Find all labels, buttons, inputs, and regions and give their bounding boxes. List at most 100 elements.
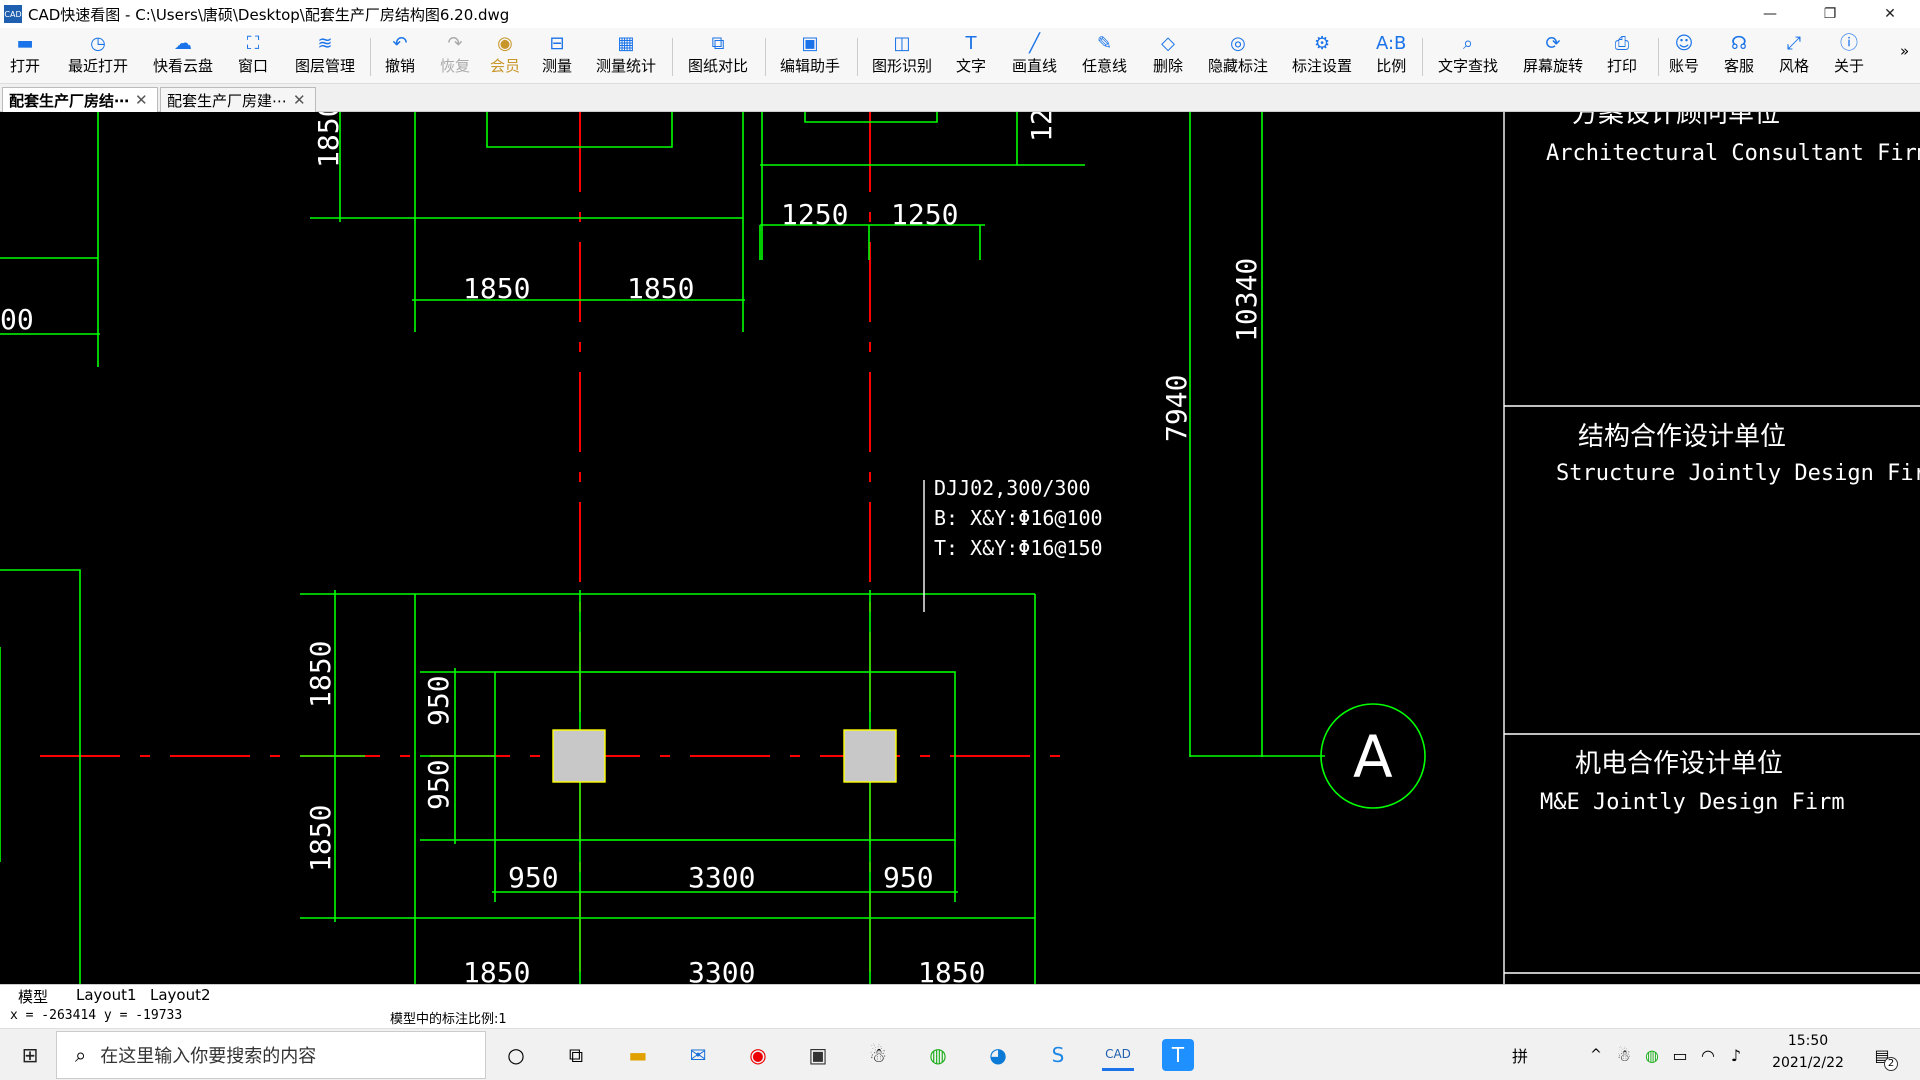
clock-date[interactable]: 2021/2/22 bbox=[1772, 1055, 1844, 1071]
search-icon: ⌕ bbox=[75, 1043, 87, 1067]
delete-label: 删除 bbox=[1153, 57, 1184, 75]
status-bar: x = -263414 y = -19733 模型中的标注比例:1 bbox=[0, 1004, 1920, 1032]
rotate-button[interactable]: ⟳屏幕旋转 bbox=[1523, 28, 1583, 84]
user-icon: ☺ bbox=[1674, 33, 1694, 54]
tab-architecture-drawing[interactable]: 配套生产厂房建⋯ ✕ bbox=[160, 87, 316, 112]
toolbar-more-button[interactable]: » bbox=[1900, 28, 1909, 84]
drawing-canvas[interactable]: 1850 1850 1250 1250 00 12 1850 10340 794… bbox=[0, 112, 1920, 984]
tab-layout1[interactable]: Layout1 bbox=[76, 986, 137, 1004]
dim-text: 1850 bbox=[304, 641, 337, 708]
tray-wechat-icon[interactable]: ◍ bbox=[1645, 1045, 1659, 1065]
more-chevron-icon: » bbox=[1900, 42, 1910, 60]
compare-button[interactable]: ⧉图纸对比 bbox=[688, 28, 748, 84]
measure-stats-button[interactable]: ▦测量统计 bbox=[596, 28, 656, 84]
window-button[interactable]: ⛶窗口 bbox=[238, 28, 268, 84]
dim-text: 3300 bbox=[688, 861, 755, 894]
layers-icon: ≋ bbox=[317, 33, 333, 54]
volume-icon[interactable]: ♪ bbox=[1730, 1045, 1742, 1065]
tab-close-icon[interactable]: ✕ bbox=[135, 91, 148, 109]
redo-button[interactable]: ↷恢复 bbox=[440, 28, 470, 84]
layers-button[interactable]: ≋图层管理 bbox=[295, 28, 355, 84]
open-button[interactable]: ▬打开 bbox=[10, 28, 40, 84]
qq-icon[interactable]: ☃ bbox=[869, 1043, 887, 1067]
scale-label: 比例 bbox=[1376, 57, 1407, 75]
cad-app-icon[interactable]: CAD bbox=[1102, 1039, 1134, 1071]
taskbar-search-box[interactable]: ⌕ 在这里输入你要搜索的内容 bbox=[56, 1031, 486, 1079]
edit-assistant-button[interactable]: ▣编辑助手 bbox=[780, 28, 840, 84]
eraser-icon: ◇ bbox=[1161, 33, 1175, 54]
annotation-settings-button[interactable]: ⚙标注设置 bbox=[1292, 28, 1352, 84]
file-explorer-icon[interactable]: ▬ bbox=[628, 1043, 648, 1067]
ime-indicator[interactable]: 拼 bbox=[1511, 1047, 1528, 1066]
text-search-icon: ⌕ bbox=[1462, 33, 1474, 54]
redo-icon: ↷ bbox=[447, 33, 463, 54]
clock-time[interactable]: 15:50 bbox=[1787, 1033, 1829, 1049]
task-view-icon[interactable]: ⧉ bbox=[568, 1043, 584, 1067]
undo-icon: ↶ bbox=[392, 33, 408, 54]
mail-icon[interactable]: ✉ bbox=[689, 1043, 707, 1067]
printer-icon: ⎙ bbox=[1614, 33, 1630, 54]
rotate-label: 屏幕旋转 bbox=[1523, 57, 1584, 75]
undo-button[interactable]: ↶撤销 bbox=[385, 28, 415, 84]
dim-text: 7940 bbox=[1160, 375, 1193, 442]
window-title: CAD快速看图 - C:\Users\唐硕\Desktop\配套生产厂房结构图6… bbox=[28, 5, 510, 24]
axis-lines bbox=[40, 112, 1060, 984]
about-label: 关于 bbox=[1834, 57, 1865, 75]
toolbar-divider bbox=[1422, 38, 1423, 76]
note-line: T: X&Y:Φ16@150 bbox=[934, 536, 1103, 560]
battery-icon[interactable]: ▭ bbox=[1672, 1045, 1688, 1065]
firm-en-text: Architectural Consultant Firm bbox=[1546, 141, 1920, 166]
tab-close-icon[interactable]: ✕ bbox=[293, 91, 306, 109]
tray-expand-icon[interactable]: ^ bbox=[1590, 1047, 1602, 1063]
firm-cn-text: 机电合作设计单位 bbox=[1575, 749, 1783, 779]
cortana-icon[interactable]: ○ bbox=[507, 1043, 525, 1067]
measure-button[interactable]: ⊟测量 bbox=[542, 28, 572, 84]
t-app-icon[interactable]: T bbox=[1162, 1039, 1194, 1071]
wechat-icon[interactable]: ◍ bbox=[929, 1043, 947, 1067]
wifi-icon[interactable]: ◠ bbox=[1701, 1045, 1715, 1065]
tab-label: 配套生产厂房建⋯ bbox=[167, 91, 288, 110]
vip-label: 会员 bbox=[490, 57, 521, 75]
store-icon[interactable]: ▣ bbox=[808, 1043, 828, 1067]
shape-recognize-label: 图形识别 bbox=[872, 57, 933, 75]
recent-button[interactable]: ◷最近打开 bbox=[68, 28, 128, 84]
edge-icon[interactable]: ◕ bbox=[989, 1043, 1007, 1067]
restore-button[interactable]: ❐ bbox=[1823, 6, 1837, 22]
tab-structure-drawing[interactable]: 配套生产厂房结⋯✕ bbox=[2, 87, 158, 112]
note-line: B: X&Y:Φ16@100 bbox=[934, 506, 1103, 530]
hide-annotation-button[interactable]: ◎隐藏标注 bbox=[1208, 28, 1268, 84]
print-button[interactable]: ⎙打印 bbox=[1607, 28, 1637, 84]
toolbar-divider bbox=[672, 38, 673, 76]
firm-en-text: M&E Jointly Design Firm bbox=[1540, 790, 1845, 815]
cloud-button[interactable]: ☁快看云盘 bbox=[153, 28, 213, 84]
style-button[interactable]: ⤢风格 bbox=[1779, 28, 1809, 84]
dim-text: 1250 bbox=[781, 198, 848, 231]
tray-qq-icon[interactable]: ☃ bbox=[1616, 1045, 1632, 1065]
support-button[interactable]: ☊客服 bbox=[1724, 28, 1754, 84]
dim-text: 1850 bbox=[304, 805, 337, 872]
compare-label: 图纸对比 bbox=[688, 57, 749, 75]
text-icon: T bbox=[965, 33, 977, 54]
tab-model[interactable]: 模型 bbox=[18, 988, 49, 1006]
dim-text: 00 bbox=[0, 303, 34, 336]
sogou-icon[interactable]: S bbox=[1051, 1043, 1065, 1067]
account-button[interactable]: ☺账号 bbox=[1669, 28, 1699, 84]
windows-start-icon[interactable]: ⊞ bbox=[21, 1043, 39, 1067]
line-button[interactable]: ╱画直线 bbox=[1012, 28, 1057, 84]
minimize-button[interactable]: — bbox=[1763, 6, 1777, 22]
text-search-button[interactable]: ⌕文字查找 bbox=[1438, 28, 1498, 84]
delete-button[interactable]: ◇ 删除 bbox=[1153, 28, 1183, 84]
recent-label: 最近打开 bbox=[68, 57, 129, 75]
vip-button[interactable]: ◉会员 bbox=[490, 28, 520, 84]
close-button[interactable]: ✕ bbox=[1884, 6, 1896, 22]
dim-text: 1850 bbox=[627, 272, 694, 305]
tab-layout2[interactable]: Layout2 bbox=[150, 986, 211, 1004]
cloud-icon: ☁ bbox=[174, 33, 192, 54]
netease-music-icon[interactable]: ◉ bbox=[749, 1043, 767, 1067]
freehand-button[interactable]: ✎任意线 bbox=[1082, 28, 1127, 84]
measure-stats-label: 测量统计 bbox=[596, 57, 657, 75]
shape-recognize-button[interactable]: ◫图形识别 bbox=[872, 28, 932, 84]
